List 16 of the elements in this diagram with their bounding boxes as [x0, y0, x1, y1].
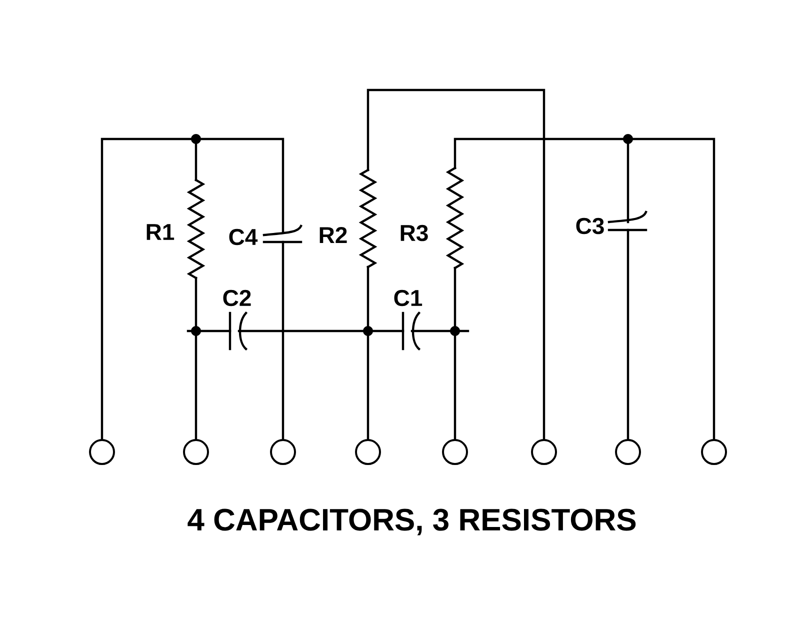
terminal-circle [270, 439, 296, 465]
terminal-circle [442, 439, 468, 465]
terminal-circle [89, 439, 115, 465]
terminal-circle [531, 439, 557, 465]
terminal-circle [355, 439, 381, 465]
terminal-circle [701, 439, 727, 465]
component-label: C1 [394, 290, 422, 306]
component-label: R2 [320, 226, 347, 244]
component-label: C2 [223, 290, 251, 306]
component-label: R1 [146, 224, 174, 240]
component-label: R3 [400, 224, 428, 242]
component-label: C3 [576, 218, 604, 234]
component-label: C4 [229, 228, 258, 246]
terminal-circle [183, 439, 209, 465]
caption: 4 CAPACITORS, 3 RESISTORS [188, 508, 636, 536]
terminal-circle [615, 439, 641, 465]
